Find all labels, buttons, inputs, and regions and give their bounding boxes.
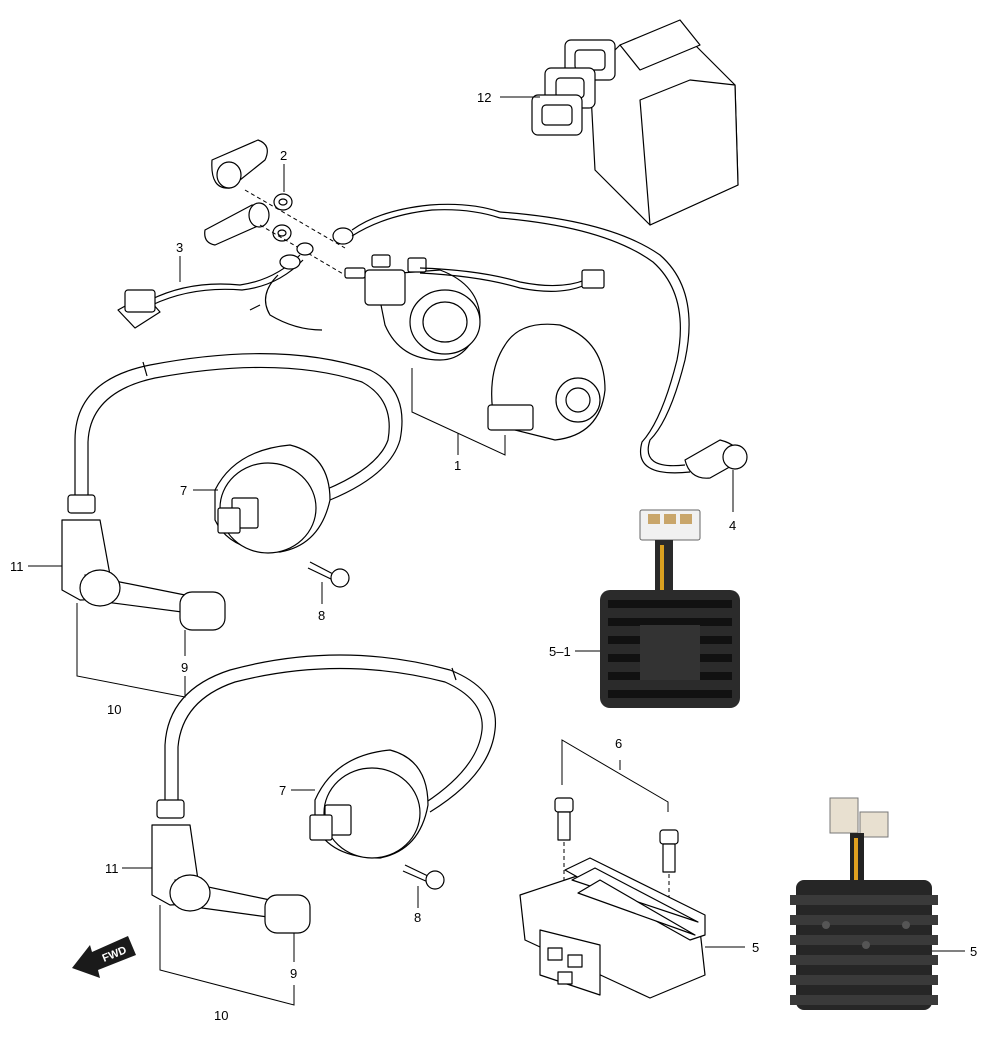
part-label-7-lower: 7 (279, 783, 286, 798)
part-label-8-lower: 8 (414, 910, 421, 925)
part-label-9-lower: 9 (290, 966, 297, 981)
part-label-11-upper: 11 (10, 559, 24, 574)
screw-part-8-upper (307, 561, 350, 588)
bolts-part-6 (554, 797, 679, 935)
part-label-6: 6 (615, 736, 622, 751)
ignition-coil-lower (151, 654, 497, 934)
part-label-5-lineart: 5 (752, 940, 759, 955)
bracket-6 (561, 739, 669, 812)
part-label-10-upper: 10 (107, 702, 121, 717)
ground-wire-part-3 (117, 242, 323, 331)
part-label-4: 4 (729, 518, 736, 533)
fwd-arrow-icon: FWD (72, 936, 136, 978)
part-label-11-lower: 11 (105, 861, 119, 876)
regulator-part-5-lineart (519, 857, 706, 999)
part-label-10-lower: 10 (214, 1008, 228, 1023)
regulator-part-5-1 (600, 509, 740, 708)
ignition-coil-upper (61, 353, 403, 631)
dash-line-2a (244, 189, 346, 249)
regulator-part-5-photo (790, 797, 938, 1010)
part-label-5-1: 5–1 (549, 644, 571, 659)
screw-part-8-lower (402, 864, 445, 890)
part-label-8-upper: 8 (318, 608, 325, 623)
part-label-3: 3 (176, 240, 183, 255)
bracket-10-lower (159, 905, 295, 1006)
battery-cable-part-4 (332, 203, 748, 479)
part-label-9-upper: 9 (181, 660, 188, 675)
part-label-7-upper: 7 (180, 483, 187, 498)
part-label-12: 12 (477, 90, 491, 105)
relay-block-part-12 (531, 19, 739, 226)
part-label-5-photo: 5 (970, 944, 977, 959)
part-label-1: 1 (454, 458, 461, 473)
starter-relay-part-1 (344, 254, 606, 441)
part-label-2: 2 (280, 148, 287, 163)
bracket-10-upper (76, 603, 186, 698)
terminal-caps-part-2 (204, 139, 293, 246)
